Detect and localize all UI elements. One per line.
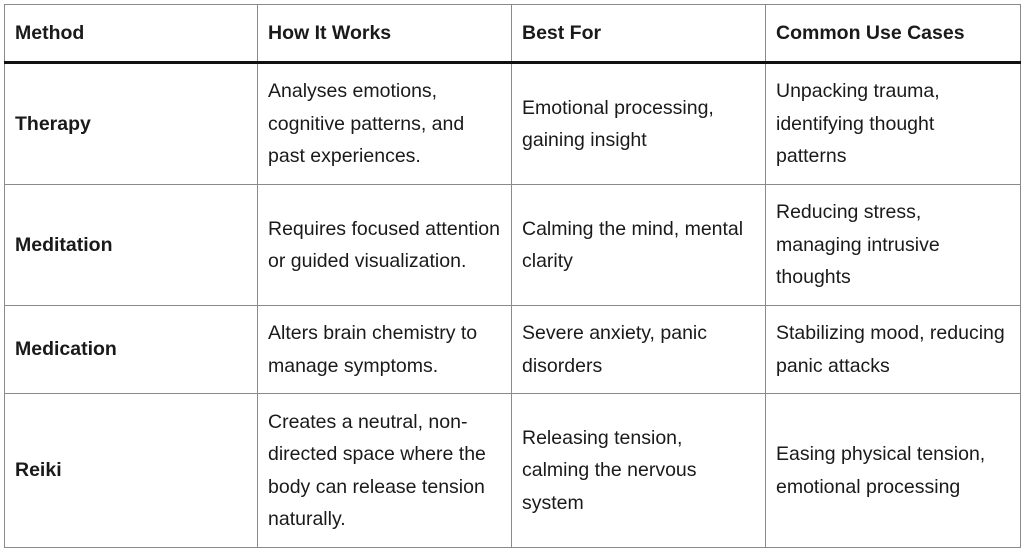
use-cases-cell: Reducing stress, managing intrusive thou…: [765, 184, 1021, 306]
table-row: Medication Alters brain chemistry to man…: [4, 305, 1021, 394]
use-cases-cell: Unpacking trauma, identifying thought pa…: [765, 62, 1021, 185]
how-cell: Analyses emotions, cognitive patterns, a…: [257, 62, 512, 185]
how-cell: Requires focused attention or guided vis…: [257, 184, 512, 306]
how-cell: Alters brain chemistry to manage symptom…: [257, 305, 512, 394]
header-best-for: Best For: [511, 4, 766, 64]
method-cell: Reiki: [4, 393, 258, 548]
use-cases-cell: Stabilizing mood, reducing panic attacks: [765, 305, 1021, 394]
best-for-cell: Releasing tension, calming the nervous s…: [511, 393, 766, 548]
best-for-cell: Calming the mind, mental clarity: [511, 184, 766, 306]
method-cell: Meditation: [4, 184, 258, 306]
best-for-cell: Severe anxiety, panic disorders: [511, 305, 766, 394]
methods-table: Method How It Works Best For Common Use …: [4, 4, 1021, 548]
best-for-cell: Emotional processing, gaining insight: [511, 62, 766, 185]
how-cell: Creates a neutral, non-directed space wh…: [257, 393, 512, 548]
header-row: Method How It Works Best For Common Use …: [4, 4, 1021, 64]
header-use-cases: Common Use Cases: [765, 4, 1021, 64]
table-row: Therapy Analyses emotions, cognitive pat…: [4, 62, 1021, 185]
header-how-it-works: How It Works: [257, 4, 512, 64]
method-cell: Therapy: [4, 62, 258, 185]
method-cell: Medication: [4, 305, 258, 394]
use-cases-cell: Easing physical tension, emotional proce…: [765, 393, 1021, 548]
table-row: Reiki Creates a neutral, non-directed sp…: [4, 393, 1021, 548]
table-row: Meditation Requires focused attention or…: [4, 184, 1021, 306]
header-method: Method: [4, 4, 258, 64]
